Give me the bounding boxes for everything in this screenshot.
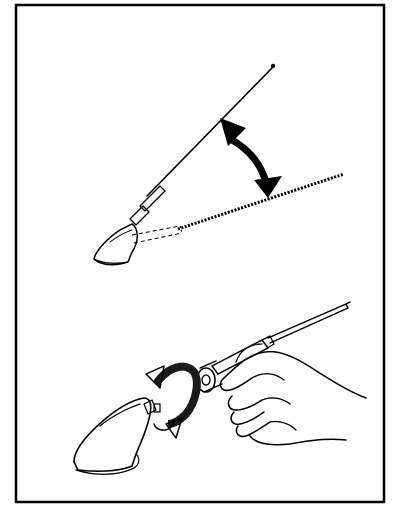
bidirectional-arc-arrow-icon (220, 118, 282, 198)
rotation-arrow-icon (146, 366, 197, 438)
mast-removal-panel (74, 302, 366, 474)
antenna-base-icon (94, 224, 137, 265)
removed-mast-icon (197, 302, 350, 392)
antenna-angle-panel (94, 64, 344, 265)
antenna-base-icon (74, 398, 160, 474)
figure-frame (16, 5, 384, 502)
dashed-lowered-mast-icon (132, 174, 344, 243)
hand-icon (220, 344, 366, 445)
antenna-mast-icon (130, 64, 275, 225)
